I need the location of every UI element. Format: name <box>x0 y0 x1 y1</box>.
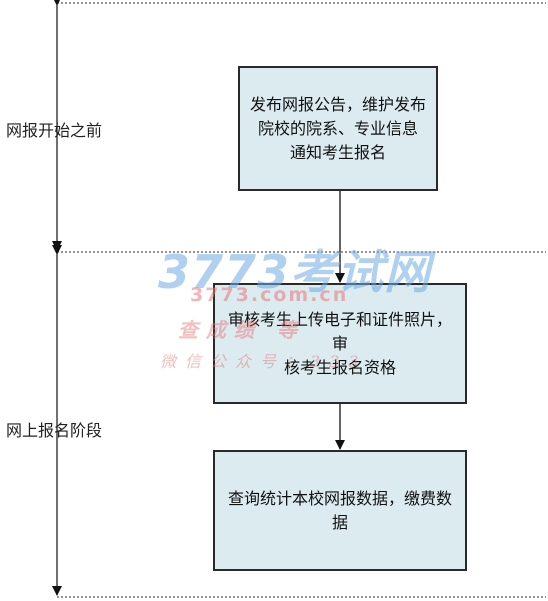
step-2-line-1: 审核考生上传电子和证件照片，审 <box>227 309 452 353</box>
stage-label-before: 网报开始之前 <box>6 121 103 140</box>
step-2-line-2: 核考生报名资格 <box>283 357 396 377</box>
step-1-line-3: 通知考生报名 <box>289 142 386 162</box>
watermark-text-1: 查成绩 等 <box>178 318 305 342</box>
step-1-line-1: 发布网报公告，维护发布 <box>249 94 426 114</box>
watermark-text-2: 微信公众号：333 <box>160 352 368 371</box>
step-3-line-1: 查询统计本校网报数据，缴费数据 <box>227 488 452 532</box>
step-box-statistics: 查询统计本校网报数据，缴费数据 <box>213 450 467 571</box>
stage-label-online: 网上报名阶段 <box>6 421 103 440</box>
watermark-logo: 3773考试网 <box>158 245 432 299</box>
step-1-line-2: 院校的院系、专业信息 <box>257 118 418 138</box>
step-box-review: 审核考生上传电子和证件照片，审 核考生报名资格 <box>213 283 467 404</box>
watermark-url: 3773.com.cn <box>190 284 349 306</box>
step-box-publish: 发布网报公告，维护发布 院校的院系、专业信息 通知考生报名 <box>238 66 438 191</box>
